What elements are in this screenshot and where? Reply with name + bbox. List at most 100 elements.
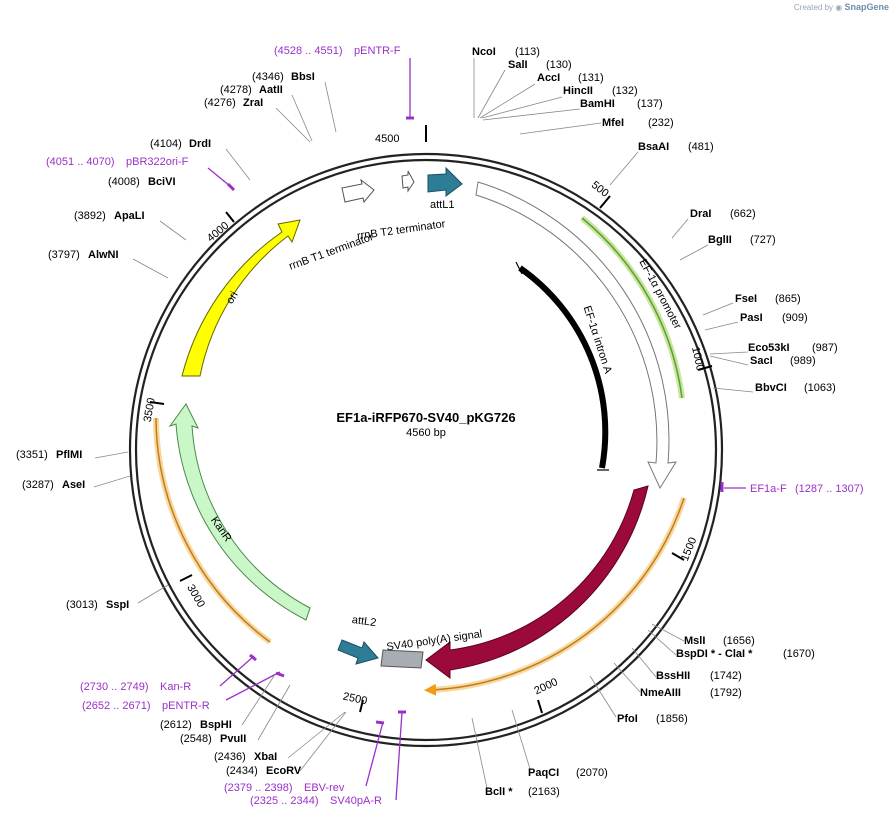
plasmid-length: 4560 bp: [406, 427, 446, 439]
rrnb-t2-arrow[interactable]: [401, 170, 415, 193]
primer-labels: (4528 .. 4551) pENTR-F (4051 .. 4070) pB…: [46, 45, 864, 807]
enzyme-label[interactable]: BclI *: [485, 786, 513, 798]
primer-name[interactable]: EBV-rev: [304, 782, 345, 794]
enzyme-position: (4104): [150, 138, 182, 150]
primer-name[interactable]: SV40pA-R: [330, 795, 382, 807]
enzyme-position: (662): [730, 208, 756, 220]
enzyme-label[interactable]: SspI: [106, 599, 129, 611]
primer-range: (4528 .. 4551): [274, 45, 343, 57]
primer-range: (4051 .. 4070): [46, 156, 115, 168]
enzyme-label[interactable]: DraI: [690, 208, 711, 220]
kanr-arrow[interactable]: [168, 403, 311, 621]
tick-mark: [225, 211, 235, 223]
enzyme-position: (3797): [48, 249, 80, 261]
enzyme-label[interactable]: PvuII: [220, 733, 246, 745]
rrnb-t1-label: rrnB T1 terminator: [287, 231, 375, 273]
enzyme-label[interactable]: BglII: [708, 234, 732, 246]
kan-highlight-line: [155, 417, 271, 643]
attl1-arrow[interactable]: [427, 166, 463, 197]
enzyme-label[interactable]: PaqCI: [528, 767, 559, 779]
polya-highlight-line: [424, 497, 685, 696]
enzyme-labels-left: (4346) BbsI (4278) AatII (4276) ZraI (41…: [16, 71, 315, 777]
tick-label: 3500: [142, 397, 158, 423]
enzyme-position: (3013): [66, 599, 98, 611]
ori-label: ori: [224, 290, 241, 307]
enzyme-label[interactable]: AseI: [62, 479, 85, 491]
enzyme-label[interactable]: MfeI: [602, 117, 624, 129]
rrnb-t1-arrow[interactable]: [341, 178, 375, 204]
enzyme-label[interactable]: SacI: [750, 355, 773, 367]
enzyme-labels-right: NcoI (113) SalI (130) AccI (131) HincII …: [472, 46, 838, 798]
enzyme-label[interactable]: ZraI: [243, 97, 263, 109]
enzyme-label[interactable]: DrdI: [189, 138, 211, 150]
enzyme-position: (3351): [16, 449, 48, 461]
tick-mark: [697, 365, 713, 371]
enzyme-label[interactable]: AatII: [259, 84, 283, 96]
attl2-label: attL2: [351, 614, 377, 629]
enzyme-label[interactable]: BspDI * - ClaI *: [676, 648, 753, 660]
primer-range: (2379 .. 2398): [224, 782, 293, 794]
enzyme-label[interactable]: BsaAI: [638, 141, 669, 153]
enzyme-label[interactable]: AlwNI: [88, 249, 119, 261]
enzyme-position: (3287): [22, 479, 54, 491]
enzyme-position: (131): [578, 72, 604, 84]
promoter-highlight-line: [581, 217, 683, 399]
enzyme-label[interactable]: BciVI: [148, 176, 176, 188]
enzyme-label[interactable]: ApaLI: [114, 210, 145, 222]
primer-name[interactable]: pENTR-F: [354, 45, 401, 57]
sv40-polya-box[interactable]: [380, 649, 424, 669]
primer-name[interactable]: pENTR-R: [162, 700, 210, 712]
tick-mark: [179, 574, 193, 582]
ticks-group: 4500 500 1000 1500 2000 2500 3000 3500 4…: [142, 125, 713, 714]
enzyme-label[interactable]: BspHI: [200, 719, 232, 731]
irfp670-arrow[interactable]: [425, 485, 649, 679]
enzyme-label[interactable]: XbaI: [254, 751, 277, 763]
enzyme-label[interactable]: FseI: [735, 293, 757, 305]
enzyme-label[interactable]: AccI: [537, 72, 560, 84]
enzyme-position: (2070): [576, 767, 608, 779]
ori-arrow[interactable]: [181, 219, 301, 377]
primer-name[interactable]: EF1a-F: [750, 483, 787, 495]
enzyme-label[interactable]: BbsI: [291, 71, 315, 83]
enzyme-position: (2612): [160, 719, 192, 731]
enzyme-label[interactable]: EcoRV: [266, 765, 302, 777]
enzyme-label[interactable]: Eco53kI: [748, 342, 790, 354]
snapgene-logo-icon: ◉: [835, 3, 843, 12]
enzyme-position: (2436): [214, 751, 246, 763]
watermark-brand: SnapGene: [844, 2, 889, 12]
enzyme-label[interactable]: BamHI: [580, 98, 615, 110]
enzyme-label[interactable]: MslI: [684, 635, 705, 647]
backbone-outer-ring: [128, 152, 724, 748]
tick-label: 500: [589, 179, 611, 200]
ef1a-promoter-arrow[interactable]: [475, 181, 677, 490]
enzyme-label[interactable]: SalI: [508, 59, 528, 71]
enzyme-label[interactable]: NmeAIII: [640, 687, 681, 699]
enzyme-label[interactable]: PfoI: [617, 713, 638, 725]
tick-label: 1000: [689, 346, 706, 372]
ef1a-intron-arc[interactable]: [518, 265, 609, 469]
primer-name[interactable]: pBR322ori-F: [126, 156, 189, 168]
enzyme-label[interactable]: BssHII: [656, 670, 690, 682]
enzyme-position: (481): [688, 141, 714, 153]
enzyme-position: (1792): [710, 687, 742, 699]
enzyme-position: (987): [812, 342, 838, 354]
attl2-arrow[interactable]: [337, 639, 379, 665]
plasmid-name: EF1a-iRFP670-SV40_pKG726: [336, 410, 515, 425]
tick-mark: [359, 699, 364, 713]
enzyme-label[interactable]: BbvCI: [755, 382, 787, 394]
enzyme-position: (4278): [220, 84, 252, 96]
enzyme-label[interactable]: PasI: [740, 312, 763, 324]
tick-label: 3000: [184, 582, 207, 609]
tick-mark: [599, 195, 611, 209]
enzyme-label[interactable]: NcoI: [472, 46, 496, 58]
enzyme-label[interactable]: HincII: [563, 85, 593, 97]
enzyme-position: (4276): [204, 97, 236, 109]
snapgene-watermark: Created by ◉ SnapGene: [794, 2, 889, 12]
primer-range: (1287 .. 1307): [795, 483, 864, 495]
intron-start-cap: [515, 261, 523, 275]
enzyme-position: (865): [775, 293, 801, 305]
enzyme-position: (132): [612, 85, 638, 97]
enzyme-position: (3892): [74, 210, 106, 222]
enzyme-label[interactable]: PflMI: [56, 449, 82, 461]
primer-name[interactable]: Kan-R: [160, 681, 191, 693]
